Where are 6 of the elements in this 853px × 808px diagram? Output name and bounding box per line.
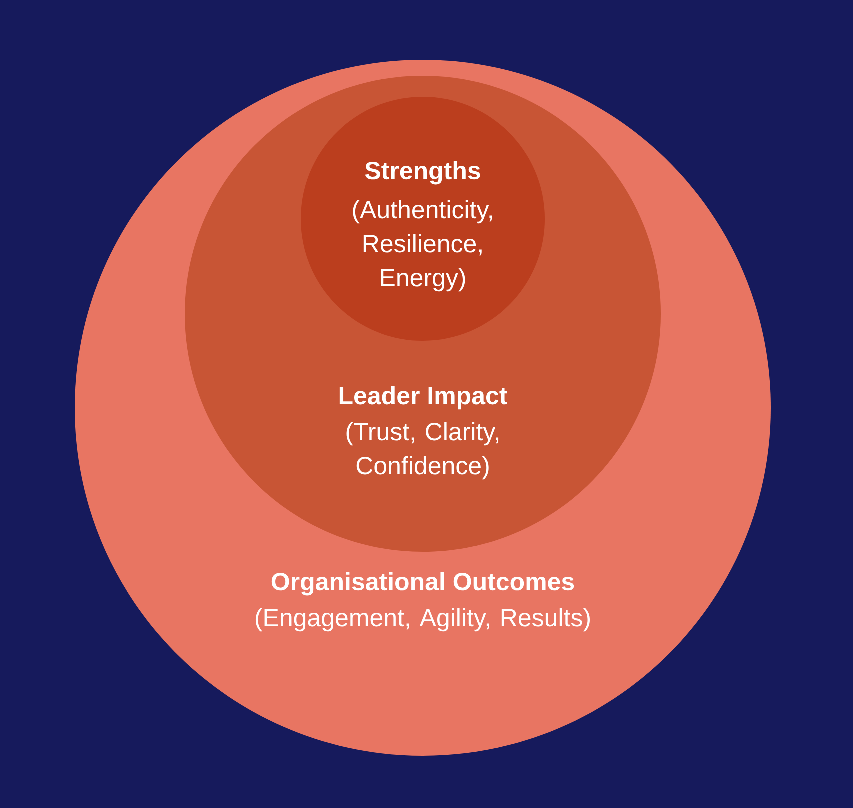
circle-heading: Leader Impact	[340, 386, 508, 410]
circle-heading: Organisational Outcomes	[272, 572, 574, 596]
circle-heading: Strengths	[365, 161, 480, 185]
circle-description: (Engagement, Agility, Results)	[256, 608, 590, 632]
circle-description: (Authenticity, Resilience, Energy)	[353, 200, 492, 292]
circle-description: (Trust, Clarity, Confidence)	[346, 422, 499, 480]
